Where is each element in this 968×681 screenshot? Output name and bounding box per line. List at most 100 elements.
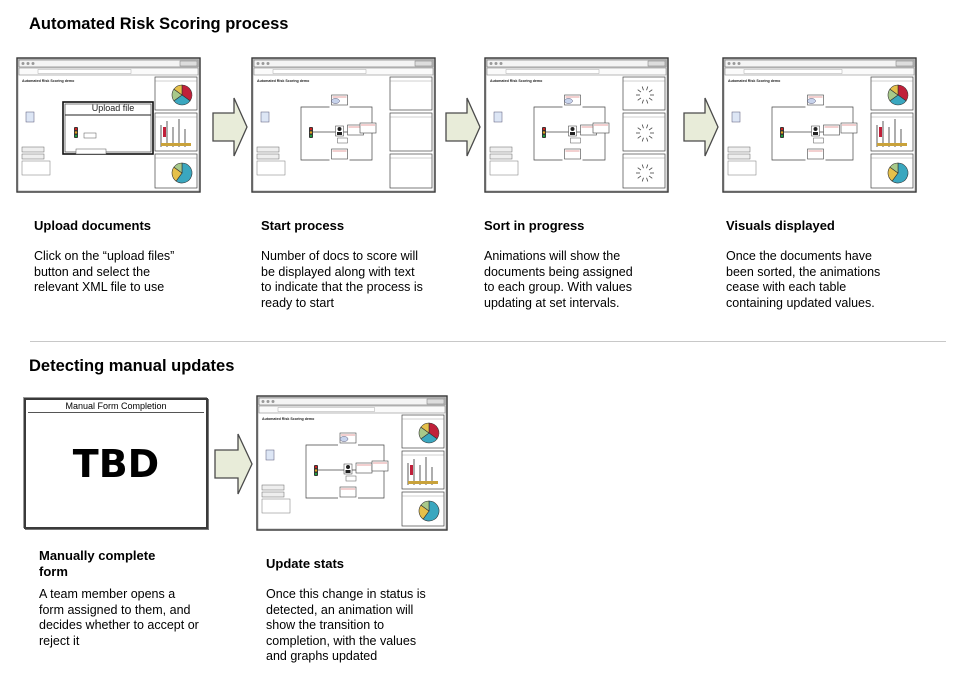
loading-spinner-tick <box>641 177 644 182</box>
mock-button <box>21 153 45 160</box>
flow-node <box>823 124 840 136</box>
loading-spinner-tick <box>648 97 653 101</box>
flow-node-header <box>808 96 823 98</box>
flow-node-header <box>594 124 608 126</box>
doc-stack-icon <box>331 98 340 104</box>
doc-stack-icon <box>564 98 573 104</box>
flow-node-header <box>341 488 355 490</box>
address-field <box>37 69 132 74</box>
flow-connector <box>771 132 806 161</box>
pie-panel-2 <box>622 153 666 189</box>
mock-button <box>261 484 285 491</box>
pie-chart-slice <box>889 84 899 96</box>
window-control-dot <box>261 62 265 65</box>
app-title: Automated Risk Scoring demo <box>257 79 310 83</box>
pie-panel-2 <box>389 153 433 189</box>
flow-connector <box>533 106 563 132</box>
upload-file-button[interactable]: Upload file <box>92 103 135 113</box>
flow-node-header <box>565 150 580 152</box>
flow-node <box>807 148 824 160</box>
value-box <box>345 475 357 482</box>
loading-spinner-tick <box>641 137 644 142</box>
window-frame-inner <box>257 396 447 530</box>
manual-form-mockup: Manual Form Completion TBD <box>24 398 208 529</box>
pie-chart-2-slice <box>891 162 909 184</box>
flow-node-header <box>357 464 371 466</box>
flow-node-header <box>332 150 347 152</box>
flow-connector <box>825 132 854 161</box>
document-icon <box>265 449 275 461</box>
person-icon-body <box>345 470 351 473</box>
flow-node-header <box>332 96 347 98</box>
mock-button <box>727 153 751 160</box>
loading-spinner-tick <box>641 99 644 104</box>
flow-node-header <box>361 124 375 126</box>
address-field <box>505 69 600 74</box>
step-title-start: Start process <box>261 218 345 233</box>
flow-node <box>840 122 858 134</box>
flow-arrow-3 <box>683 97 719 157</box>
loading-spinner-tick <box>637 97 642 101</box>
traffic-light-green <box>309 134 313 138</box>
section-title-automated: Automated Risk Scoring process <box>29 15 289 33</box>
traffic-light-amber <box>74 131 78 134</box>
traffic-light-amber <box>542 131 546 134</box>
flow-connector <box>771 106 806 132</box>
traffic-light-green <box>780 134 784 138</box>
loading-spinner-tick <box>641 164 644 169</box>
traffic-light-green <box>542 134 546 138</box>
traffic-light-amber <box>314 469 318 472</box>
tbd-placeholder: TBD <box>72 442 160 486</box>
step-title-update-stats: Update stats <box>266 556 345 571</box>
address-field <box>272 69 367 74</box>
flow-connector <box>582 132 606 161</box>
mock-button <box>256 146 280 153</box>
window-control-dot <box>494 62 498 65</box>
flow-connector <box>305 444 338 470</box>
person-icon <box>813 127 818 131</box>
flow-connector <box>358 470 385 499</box>
app-title: Automated Risk Scoring demo <box>262 417 315 421</box>
flow-node <box>371 460 389 472</box>
flow-arrow-2 <box>445 97 481 157</box>
window-control-dot <box>21 62 25 65</box>
manual-form-title: Manual Form Completion <box>28 401 204 413</box>
upload-dialog-inner <box>64 103 152 153</box>
window-control-dot <box>26 62 30 65</box>
loading-spinner-tick <box>637 167 642 171</box>
step-title-visuals: Visuals displayed <box>726 218 835 233</box>
pie-panel <box>389 76 433 111</box>
window-control-box <box>426 398 445 405</box>
loading-spinner-tick <box>637 89 642 93</box>
flow-arrow-4 <box>214 433 253 495</box>
flow-node-header <box>824 126 839 128</box>
window-frame-inner <box>17 58 200 192</box>
flow-node-header <box>842 124 856 126</box>
doc-stack-icon <box>339 436 349 442</box>
loading-spinner-tick <box>648 175 653 179</box>
window-control-dot <box>266 400 270 403</box>
flow-node-header <box>348 126 363 128</box>
flow-node <box>359 122 377 134</box>
window-control-dot <box>266 62 270 65</box>
loading-spinner-tick <box>637 175 642 179</box>
loading-spinner-tick <box>637 135 642 139</box>
loading-spinner-tick <box>648 135 653 139</box>
document-icon <box>731 111 741 123</box>
flow-connector <box>305 470 338 499</box>
loading-spinner-tick <box>646 99 649 104</box>
thumbnail-visuals-displayed: Automated Risk Scoring demo <box>722 57 917 193</box>
person-icon-body <box>570 132 575 135</box>
traffic-light-red <box>74 127 78 131</box>
window-control-box <box>179 60 198 67</box>
window-control-dot <box>732 62 736 65</box>
loading-spinner-tick <box>646 177 649 182</box>
window-title-bar <box>724 59 915 68</box>
window-title-bar <box>18 59 199 68</box>
doc-stack-icon <box>807 98 816 104</box>
section-title-manual: Detecting manual updates <box>29 357 235 375</box>
